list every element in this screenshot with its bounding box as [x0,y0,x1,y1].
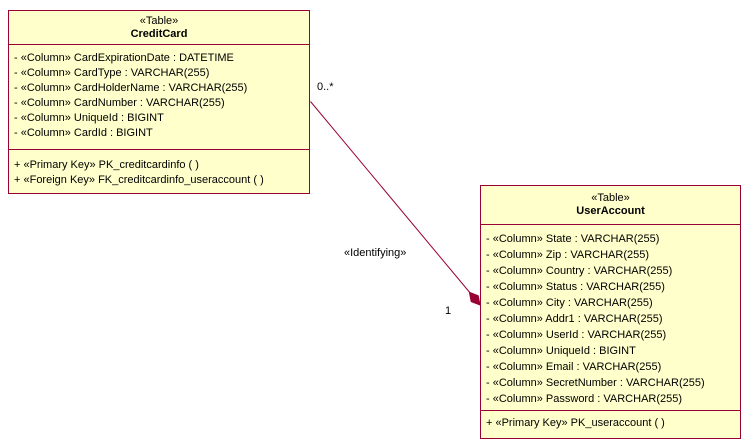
composition-diamond-icon [468,291,481,306]
column-row: - «Column» UniqueId : BIGINT [14,112,164,124]
relationship-line[interactable] [310,101,477,301]
table-useraccount-header: «Table» UserAccount [481,186,740,225]
multiplicity-target-label: 1 [445,305,452,317]
table-name: CreditCard [130,27,188,40]
column-row: - «Column» CardId : BIGINT [14,127,153,139]
column-row: - «Column» UniqueId : BIGINT [486,345,636,357]
table-creditcard-header: «Table» CreditCard [9,11,309,45]
column-row: - «Column» SecretNumber : VARCHAR(255) [486,377,705,389]
column-row: - «Column» Password : VARCHAR(255) [486,393,683,405]
table-stereotype: «Table» [591,192,630,204]
table-creditcard[interactable]: «Table» CreditCard - «Column» CardExpira… [8,10,310,194]
keys-compartment: + «Primary Key» PK_useraccount ( ) [481,411,740,438]
table-useraccount[interactable]: «Table» UserAccount - «Column» State : V… [480,185,741,439]
column-row: - «Column» Zip : VARCHAR(255) [486,249,650,261]
key-row: + «Primary Key» PK_creditcardinfo ( ) [14,159,199,171]
key-row: + «Primary Key» PK_useraccount ( ) [486,417,665,429]
column-row: - «Column» Email : VARCHAR(255) [486,361,662,373]
column-row: - «Column» Country : VARCHAR(255) [486,265,673,277]
keys-compartment: + «Primary Key» PK_creditcardinfo ( ) + … [9,150,309,193]
column-row: - «Column» CardHolderName : VARCHAR(255) [14,82,248,94]
relationship-stereotype-label: «Identifying» [344,247,407,259]
multiplicity-source-label: 0..* [317,81,334,93]
column-row: - «Column» Addr1 : VARCHAR(255) [486,313,663,325]
column-row: - «Column» CardNumber : VARCHAR(255) [14,97,225,109]
column-row: - «Column» Status : VARCHAR(255) [486,281,665,293]
table-stereotype: «Table» [139,14,179,27]
column-row: - «Column» UserId : VARCHAR(255) [486,329,667,341]
table-name: UserAccount [576,205,645,217]
column-row: - «Column» State : VARCHAR(255) [486,233,660,245]
column-row: - «Column» CardType : VARCHAR(255) [14,67,210,79]
columns-compartment: - «Column» CardExpirationDate : DATETIME… [9,45,309,150]
column-row: - «Column» City : VARCHAR(255) [486,297,653,309]
column-row: - «Column» CardExpirationDate : DATETIME [14,52,234,64]
key-row: + «Foreign Key» FK_creditcardinfo_userac… [14,174,264,186]
columns-compartment: - «Column» State : VARCHAR(255) - «Colum… [481,225,740,411]
